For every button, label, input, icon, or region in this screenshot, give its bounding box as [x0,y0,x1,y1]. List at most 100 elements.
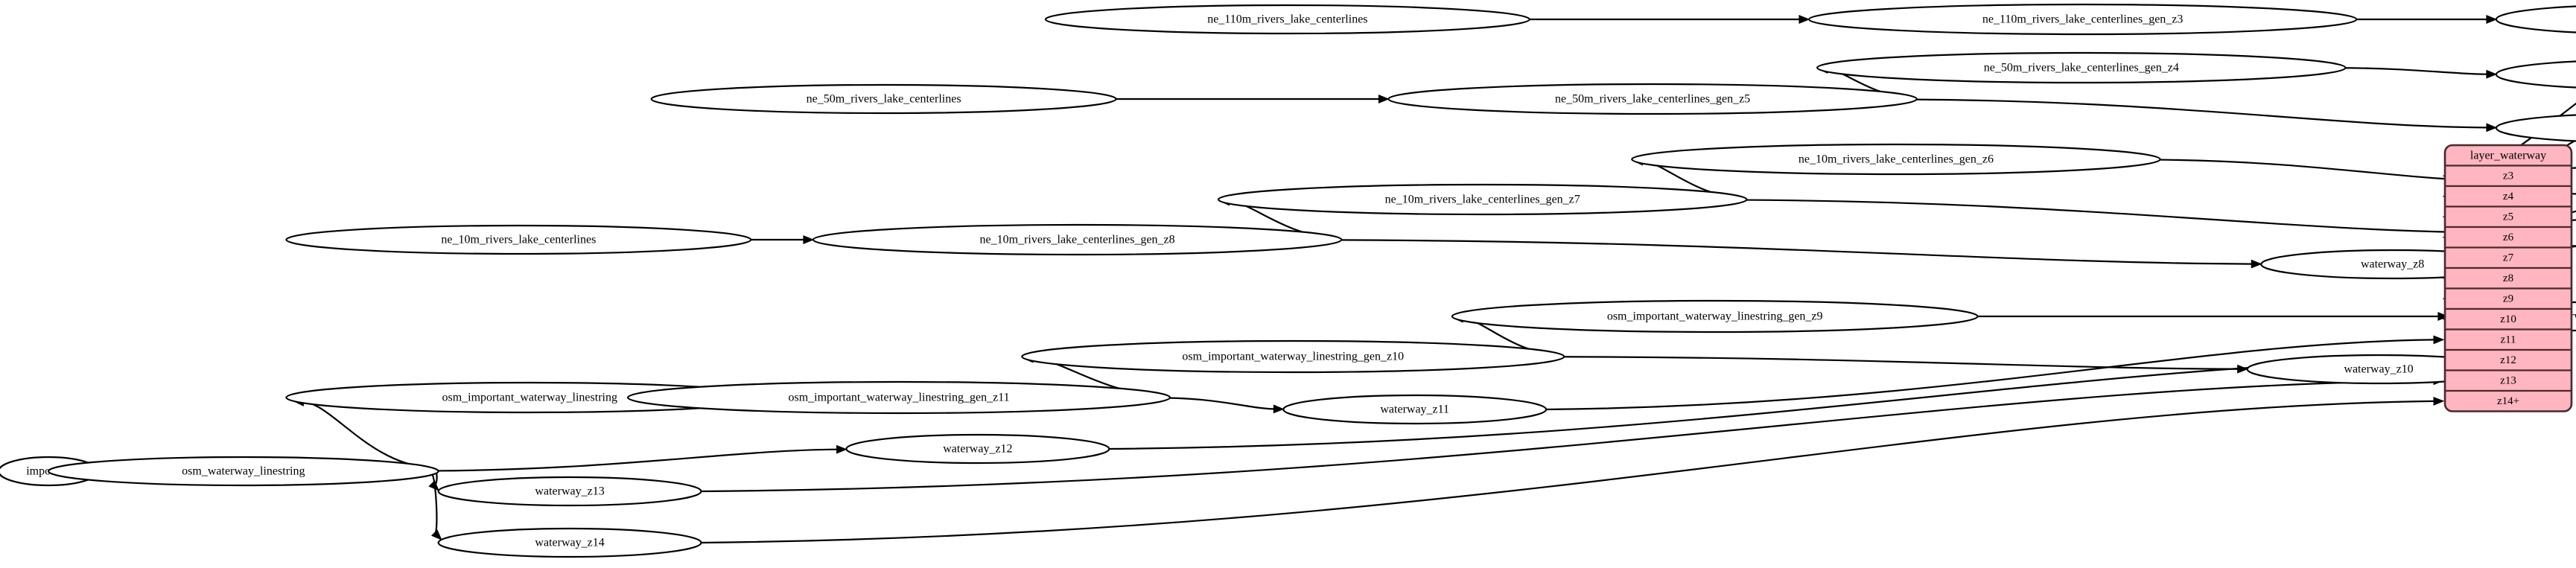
node-waterway_z5[interactable]: waterway_z5 [2495,114,2576,142]
node-label-osm_important_waterway_linestring_gen_z11: osm_important_waterway_linestring_gen_z1… [788,392,1009,404]
edge-line [1743,199,2487,234]
node-ellipse-ne_10m_rivers_lake_centerlines_gen_z6 [1631,143,2161,176]
edge-osm_important_waterway_linestring_gen_z9-to-waterway_z9 [1974,312,2449,321]
node-ellipse-ne_50m_rivers_lake_centerlines_gen_z5 [1387,83,1918,115]
node-ellipse-osm_important_waterway_linestring_gen_z9 [1451,299,1979,334]
node-waterway_z4[interactable]: waterway_z4 [2495,60,2576,89]
node-osm_waterway_linestring[interactable]: osm_waterway_linestring [47,456,439,487]
node-ellipse-waterway_z3 [2495,5,2576,33]
node-ellipse-osm_important_waterway_linestring_gen_z11 [626,380,1171,415]
node-ellipse-waterway_z11 [1282,394,1548,425]
edge-waterway_z11-to-row-z11 [1546,335,2445,411]
node-ellipse-waterway_z5 [2495,114,2576,142]
edge-arrowhead [1799,15,1810,24]
node-ne_10m_rivers_lake_centerlines_gen_z6[interactable]: ne_10m_rivers_lake_centerlines_gen_z6 [1631,143,2161,176]
record-row-z13[interactable] [2445,369,2572,392]
node-ellipse-ne_110m_rivers_lake_centerlines [1044,4,1530,35]
edge-osm_waterway_linestring-to-waterway_z12 [436,444,847,472]
edge-arrowhead [1378,95,1390,103]
node-waterway_z13[interactable]: waterway_z13 [437,476,702,507]
node-ne_50m_rivers_lake_centerlines[interactable]: ne_50m_rivers_lake_centerlines [650,83,1117,115]
node-label-ne_10m_rivers_lake_centerlines: ne_10m_rivers_lake_centerlines [441,234,596,246]
edge-arrowhead [2433,335,2445,345]
edge-arrowhead [836,444,847,454]
edge-arrowhead [428,480,439,491]
record-row-label-z6: z6 [2503,232,2514,243]
edge-arrowhead [2486,123,2498,133]
edge-osm_waterway_linestring-to-waterway_z14 [430,473,442,540]
node-ne_50m_rivers_lake_centerlines_gen_z5[interactable]: ne_50m_rivers_lake_centerlines_gen_z5 [1387,83,1918,115]
edge-ne_50m_rivers_lake_centerlines_gen_z4-to-waterway_z4 [2342,67,2498,79]
node-ne_10m_rivers_lake_centerlines_gen_z8[interactable]: ne_10m_rivers_lake_centerlines_gen_z8 [812,223,1343,256]
node-label-osm_important_waterway_linestring_gen_z10: osm_important_waterway_linestring_gen_z1… [1182,351,1404,363]
node-ellipse-ne_50m_rivers_lake_centerlines_gen_z4 [1816,51,2347,84]
node-waterway_z3[interactable]: waterway_z3 [2495,5,2576,33]
edge-arrowhead [430,529,442,540]
node-ellipse-osm_important_waterway_linestring_gen_z10 [1021,339,1565,374]
node-label-ne_10m_rivers_lake_centerlines_gen_z6: ne_10m_rivers_lake_centerlines_gen_z6 [1799,153,1994,166]
node-waterway_z14[interactable]: waterway_z14 [437,527,702,558]
record-row-z9[interactable] [2445,287,2572,310]
node-ellipse-ne_10m_rivers_lake_centerlines_gen_z7 [1217,183,1748,216]
record-node-layer: layer_waterwayz3z4z5z6z7z8z9z10z11z12z13… [2443,144,2573,412]
node-osm_important_waterway_linestring_gen_z11[interactable]: osm_important_waterway_linestring_gen_z1… [626,380,1171,415]
node-ellipse-waterway_z12 [845,433,1110,465]
edge-ne_110m_rivers_lake_centerlines-to-ne_110m_rivers_lake_centerlines_gen_z3 [1527,15,1810,24]
edge-osm_important_waterway_linestring_gen_z11-to-waterway_z11 [1167,397,1285,414]
record-row-label-z13: z13 [2500,374,2516,386]
record-row-label-z3: z3 [2503,170,2513,182]
node-label-waterway_z13: waterway_z13 [535,485,604,498]
edge-osm_important_waterway_linestring_gen_z10-to-waterway_z10 [1561,356,2248,374]
node-osm_important_waterway_linestring_gen_z9[interactable]: osm_important_waterway_linestring_gen_z9 [1451,299,1979,334]
node-label-waterway_z12: waterway_z12 [943,443,1012,456]
node-ellipse-ne_10m_rivers_lake_centerlines [285,224,752,255]
node-label-ne_10m_rivers_lake_centerlines_gen_z7: ne_10m_rivers_lake_centerlines_gen_z7 [1385,194,1580,206]
node-ellipse-waterway_z13 [437,476,702,507]
edge-line [436,448,837,472]
node-label-osm_waterway_linestring: osm_waterway_linestring [182,465,305,478]
node-layer: imposm3osm_waterway_linestringosm_import… [0,3,2576,558]
edge-arrowhead [2437,312,2449,321]
record-row-z8[interactable] [2445,267,2572,290]
node-ellipse-ne_50m_rivers_lake_centerlines [650,83,1117,115]
edge-ne_50m_rivers_lake_centerlines-to-ne_50m_rivers_lake_centerlines_gen_z5 [1113,95,1390,103]
node-ne_10m_rivers_lake_centerlines_gen_z7[interactable]: ne_10m_rivers_lake_centerlines_gen_z7 [1217,183,1748,216]
edge-arrowhead [1273,404,1285,414]
edge-arrowhead [2251,259,2262,269]
record-row-label-z11: z11 [2500,334,2516,345]
edge-ne_10m_rivers_lake_centerlines-to-ne_10m_rivers_lake_centerlines_gen_z8 [748,235,815,244]
node-label-ne_110m_rivers_lake_centerlines: ne_110m_rivers_lake_centerlines [1207,13,1367,26]
edge-layer [38,15,2576,544]
record-row-z14+[interactable] [2445,389,2572,412]
node-label-waterway_z11: waterway_z11 [1380,403,1449,416]
record-row-z7[interactable] [2445,246,2572,269]
record-row-z6[interactable] [2445,226,2572,249]
record-header-label: layer_waterway [2470,149,2546,162]
node-ne_10m_rivers_lake_centerlines[interactable]: ne_10m_rivers_lake_centerlines [285,224,752,255]
record-row-label-z8: z8 [2503,272,2513,284]
node-osm_important_waterway_linestring[interactable]: osm_important_waterway_linestring [285,381,775,414]
edge-arrowhead [2486,69,2498,79]
edge-arrowhead [2486,15,2498,24]
node-ellipse-waterway_z14 [437,527,702,558]
node-ellipse-waterway_z4 [2495,60,2576,89]
node-ne_110m_rivers_lake_centerlines[interactable]: ne_110m_rivers_lake_centerlines [1044,4,1530,35]
node-label-ne_50m_rivers_lake_centerlines_gen_z5: ne_50m_rivers_lake_centerlines_gen_z5 [1555,93,1750,106]
node-osm_important_waterway_linestring_gen_z10[interactable]: osm_important_waterway_linestring_gen_z1… [1021,339,1565,374]
edge-line [1546,339,2435,411]
node-label-waterway_z14: waterway_z14 [535,537,604,549]
node-ne_110m_rivers_lake_centerlines_gen_z3[interactable]: ne_110m_rivers_lake_centerlines_gen_z3 [1807,3,2358,36]
node-waterway_z11[interactable]: waterway_z11 [1282,394,1548,425]
edge-line [1561,356,2238,370]
node-waterway_z12[interactable]: waterway_z12 [845,433,1110,465]
edge-ne_10m_rivers_lake_centerlines_gen_z7-to-waterway_z7 [1743,199,2498,237]
edge-ne_50m_rivers_lake_centerlines_gen_z5-to-waterway_z5 [1914,98,2498,133]
node-label-osm_important_waterway_linestring_gen_z9: osm_important_waterway_linestring_gen_z9 [1607,310,1823,323]
edge-ne_110m_rivers_lake_centerlines_gen_z3-to-waterway_z3 [2353,15,2498,24]
node-label-ne_10m_rivers_lake_centerlines_gen_z8: ne_10m_rivers_lake_centerlines_gen_z8 [980,234,1175,246]
node-ne_50m_rivers_lake_centerlines_gen_z4[interactable]: ne_50m_rivers_lake_centerlines_gen_z4 [1816,51,2347,84]
record-outline [2443,144,2573,412]
record-node-layer-waterway[interactable]: layer_waterwayz3z4z5z6z7z8z9z10z11z12z13… [2443,144,2573,412]
